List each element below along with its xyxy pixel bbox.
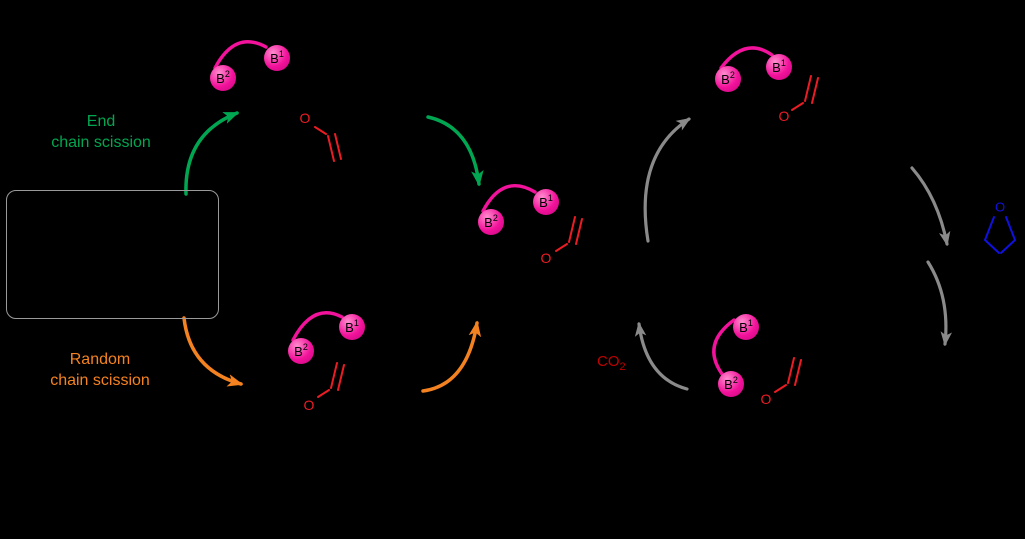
random-chain-scission-label: Random chain scission bbox=[25, 349, 175, 391]
base-superscript: 2 bbox=[302, 342, 308, 352]
c-o-double-bond-2 bbox=[811, 77, 819, 104]
carbonate-group-top-left bbox=[314, 126, 342, 162]
c-o-double-bond-1 bbox=[327, 135, 335, 162]
end-chain-scission-line2: chain scission bbox=[51, 134, 151, 151]
ring-bond-bottom-right bbox=[1000, 239, 1016, 254]
base-superscript: 2 bbox=[224, 69, 230, 79]
co2-subscript: 2 bbox=[619, 361, 626, 373]
random-chain-scission-line2: chain scission bbox=[50, 372, 150, 389]
c-o-double-bond-2 bbox=[334, 133, 342, 160]
base-letter: B bbox=[539, 194, 548, 210]
c-o-double-bond-1 bbox=[568, 216, 576, 243]
ring-bond-bottom-left bbox=[984, 239, 1000, 254]
co2-label: CO2 bbox=[597, 353, 626, 373]
c-o-single-bond bbox=[317, 389, 330, 398]
ring-closure-arrow-upper bbox=[910, 166, 951, 247]
cyclic-ether-ring bbox=[984, 216, 1016, 254]
carbonate-group-middle bbox=[555, 216, 583, 252]
base-superscript: 1 bbox=[353, 318, 359, 328]
base-letter: B bbox=[721, 71, 730, 87]
carbonate-oxygen-label: O bbox=[299, 110, 311, 126]
base-tether-top-right bbox=[719, 46, 774, 70]
base-letter: B bbox=[294, 343, 303, 359]
base-tether-bottom-left bbox=[291, 311, 344, 342]
carbonate-group-bottom-left bbox=[317, 362, 345, 398]
base-superscript: 2 bbox=[492, 213, 498, 223]
base-superscript: 2 bbox=[732, 375, 738, 385]
upper-decomposition-arrow bbox=[643, 117, 691, 243]
base-tether-bottom-right bbox=[712, 318, 736, 376]
c-o-double-bond-1 bbox=[787, 357, 795, 384]
c-o-double-bond-2 bbox=[575, 218, 583, 245]
c-o-single-bond bbox=[555, 243, 568, 252]
end-pathway-forward-arrow bbox=[426, 115, 484, 187]
c-o-double-bond-2 bbox=[337, 364, 345, 391]
base-tether-middle bbox=[481, 183, 537, 213]
end-chain-scission-line1: End bbox=[86, 113, 116, 130]
base-superscript: 1 bbox=[780, 58, 786, 68]
c-o-double-bond-1 bbox=[804, 75, 812, 102]
end-scission-arrow bbox=[184, 111, 240, 196]
c-o-double-bond-1 bbox=[330, 362, 338, 389]
carbonate-group-top-right bbox=[791, 75, 819, 111]
co2-formula: CO bbox=[597, 353, 620, 370]
carbonate-oxygen-label: O bbox=[303, 397, 315, 413]
base-superscript: 1 bbox=[547, 193, 553, 203]
ring-bond-left bbox=[984, 216, 995, 241]
base-letter: B bbox=[345, 319, 354, 335]
base-superscript: 2 bbox=[729, 70, 735, 80]
polymer-reactant-box bbox=[6, 190, 219, 319]
c-o-single-bond bbox=[314, 126, 327, 135]
carbonate-oxygen-label: O bbox=[540, 250, 552, 266]
base-letter: B bbox=[739, 319, 748, 335]
base-superscript: 1 bbox=[278, 49, 284, 59]
carbonate-oxygen-label: O bbox=[778, 108, 790, 124]
c-o-single-bond bbox=[791, 102, 804, 111]
c-o-double-bond-2 bbox=[794, 359, 802, 386]
random-chain-scission-line1: Random bbox=[69, 351, 131, 368]
base-letter: B bbox=[484, 214, 493, 230]
base-letter: B bbox=[270, 50, 279, 66]
base-tether-top-left bbox=[213, 40, 268, 70]
ring-closure-arrow-lower bbox=[926, 260, 953, 347]
co2-release-arrow bbox=[634, 321, 689, 391]
random-scission-arrow bbox=[182, 316, 244, 387]
base-letter: B bbox=[216, 70, 225, 86]
base-letter: B bbox=[724, 376, 733, 392]
carbonate-oxygen-label: O bbox=[760, 391, 772, 407]
c-o-single-bond bbox=[774, 384, 787, 393]
ring-bond-right bbox=[1005, 216, 1016, 241]
cyclic-ether-oxygen-label: O bbox=[994, 199, 1006, 215]
base-letter: B bbox=[772, 59, 781, 75]
carbonate-group-bottom-right bbox=[774, 357, 802, 393]
base-superscript: 1 bbox=[747, 318, 753, 328]
end-chain-scission-label: End chain scission bbox=[30, 111, 172, 153]
random-pathway-forward-arrow bbox=[421, 320, 482, 393]
